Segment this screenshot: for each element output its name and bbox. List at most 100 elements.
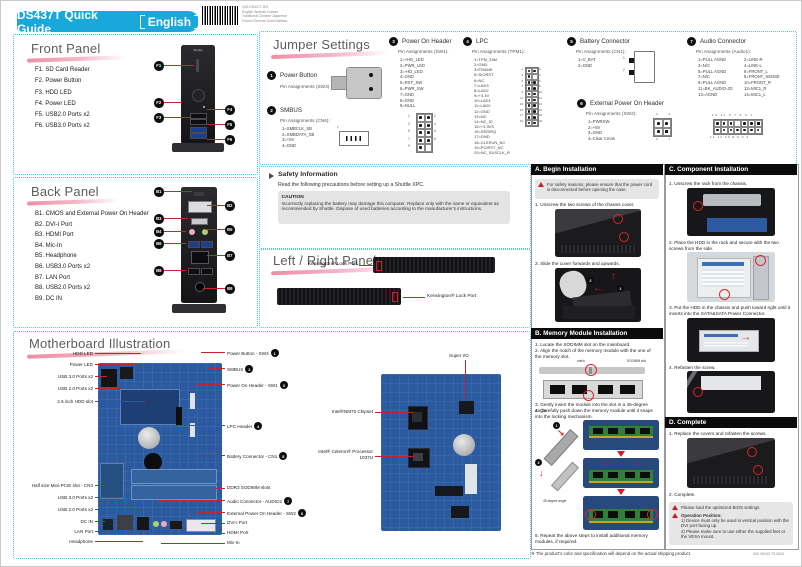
right-panel-image xyxy=(373,257,495,273)
side-panel-box xyxy=(259,249,531,328)
pin-title-cn6: Pin Assignments (CN6): xyxy=(280,118,330,123)
mb-badge-7: 7 xyxy=(284,497,293,505)
sw1-grid-right-labels: 2 4 6 8 xyxy=(434,114,436,141)
mb-badge-1: 1 xyxy=(270,349,279,357)
kensington-label-2: Kensington® Lock Port xyxy=(427,294,477,299)
section-d-header: D. Complete xyxy=(665,417,797,428)
callout-b5: B5 xyxy=(225,225,235,235)
kensington-label-1: Kensington® Lock Port xyxy=(307,262,357,267)
section-b-header: B. Memory Module Installation xyxy=(531,328,663,339)
kensington-lock-graphic xyxy=(392,292,398,302)
marker-2: 2 xyxy=(587,277,594,284)
marker-1: 1 xyxy=(553,422,560,429)
mb-label-usb2-b: USB 2.0 Ports x2 xyxy=(57,507,93,512)
pin-grid-sw2 xyxy=(653,118,672,137)
final-notes-box: Please load the optimized BIOS settings.… xyxy=(669,502,793,545)
mb-label-usb2: USB 2.0 Ports x2 xyxy=(57,386,93,391)
usb2-ports-graphic xyxy=(188,268,200,275)
bracket-right-icon xyxy=(194,14,199,29)
battery-pins: 1=V_BAT 2=GND xyxy=(578,57,596,68)
pin-title-sw1: Pin Assignments (SW1): xyxy=(398,49,449,54)
back-panel-title: Back Panel xyxy=(31,184,99,199)
jumper-badge-1: 1 xyxy=(267,71,276,80)
mb-label-minipcie: Half size Mini-PCIE slot - CN3 xyxy=(31,483,93,488)
step-b2: 2. Align the notch of the memory module … xyxy=(535,348,651,359)
mb-label-super-io: Super I/O xyxy=(449,353,469,358)
usb2-ports-graphic xyxy=(190,119,207,125)
step-b1: 1. Locate the SODIMM slot on the mainboa… xyxy=(535,342,631,347)
step-b3: 3. Gently insert the module into the slo… xyxy=(535,402,648,413)
dvi-port-graphic xyxy=(188,201,212,213)
operation-position-title: Operation Position: xyxy=(681,512,722,518)
pin-grid-sw1 xyxy=(416,113,433,153)
mb-label-lpc-header: LPC Header 4 xyxy=(227,422,263,430)
photo-b2 xyxy=(583,458,659,488)
mb-label-dc-in: DC IN xyxy=(80,519,93,524)
motherboard-box xyxy=(13,331,531,559)
caution-title: CAUTION xyxy=(281,194,304,200)
jumper-name-power-on-header: Power On Header xyxy=(402,38,452,45)
caution-box: CAUTION Incorrectly replacing the batter… xyxy=(278,191,510,224)
callout-f3: F3 xyxy=(154,113,164,123)
audio1-grid-top-labels: 13 11 9 7 5 3 1 xyxy=(712,113,754,117)
headphone-jack-graphic xyxy=(202,229,208,235)
footer-note: ※ The product's color and specification … xyxy=(531,551,692,556)
section-a-warning: For safety reasons, please ensure that t… xyxy=(535,179,659,199)
mb-label-mic-in: Mic-In xyxy=(227,540,240,545)
step-c2: 2. Place the HDD in the rack and secure … xyxy=(669,240,779,251)
jumper-badge-5: 5 xyxy=(567,37,576,46)
callout-f1: F1 xyxy=(154,61,164,71)
motherboard-title: Motherboard Illustration xyxy=(29,336,171,351)
photo-a2 xyxy=(555,268,641,322)
mb-label-power-led: Power LED xyxy=(69,362,93,367)
jumper-settings-title: Jumper Settings xyxy=(273,37,370,52)
usb2-ports-graphic xyxy=(190,113,207,119)
warning-icon xyxy=(538,181,544,187)
front-panel-list: F1. SD Card Reader F2. Power Button F3. … xyxy=(35,67,90,130)
bracket-left-icon xyxy=(139,14,145,29)
photo-d1 xyxy=(687,438,775,488)
smbus-pin1-label: 1 xyxy=(337,125,339,129)
smbus-connector-diagram xyxy=(339,131,369,146)
callout-b3: B3 xyxy=(154,214,164,224)
mb-label-hdd-led: HDD LED xyxy=(72,351,93,356)
jumper-badge-3: 3 xyxy=(389,37,398,46)
callout-f6: F6 xyxy=(225,135,235,145)
ext-power-pins: 1=PWRSW- 2=+5V 3=GND 4=Clear Cmos xyxy=(588,119,615,142)
marker-1: 1 xyxy=(617,285,624,292)
doc-code: 530.05443.T0.2503 xyxy=(753,552,785,556)
callout-b7: B7 xyxy=(225,251,235,261)
battery-connector-diagram xyxy=(629,51,655,83)
mb-label-battery: Battery Connector - CN1 5 xyxy=(227,452,288,460)
step-d1: 1. Replace the covers and refasten the s… xyxy=(669,431,767,436)
mb-label-hdd-slot: 2.5 inch HDD slot xyxy=(57,399,93,404)
annotation-45-degree: 45-degree angle xyxy=(543,499,567,503)
mb-badge-4: 4 xyxy=(254,422,263,430)
callout-f5: F5 xyxy=(225,120,235,130)
photo-a1 xyxy=(555,209,641,257)
step-d2: 2. Complete. xyxy=(669,492,696,497)
mb-label-power-button: Power Button - SW3 1 xyxy=(227,349,279,357)
sd-slot xyxy=(196,59,199,72)
caution-text: Incorrectly replacing the battery may da… xyxy=(281,200,499,212)
mb-label-ext-power: External Power On Header - SW2 6 xyxy=(227,509,306,517)
back-panel-box xyxy=(13,177,258,328)
section-a-header: A. Begin Installation xyxy=(531,164,663,175)
device-brand-label: Shuttle xyxy=(193,48,203,52)
pin-title-tpm1: Pin Assignments (TPM1): xyxy=(472,49,525,54)
pin-title-audio1: Pin Assignments (Audio1): xyxy=(696,49,751,54)
cmos-header-graphic xyxy=(194,192,204,196)
dc-in-graphic xyxy=(195,282,205,292)
callout-b1: B1 xyxy=(154,187,164,197)
bios-note: Please load the optimized BIOS settings. xyxy=(681,505,761,510)
callout-b2: B2 xyxy=(225,201,235,211)
audio-pins-odd: 1=PULL AGND 3=N/C 5=PULL AGND 7=N/C 9=PU… xyxy=(698,57,733,97)
sw2-grid-top-labels: 4 2 xyxy=(656,112,676,116)
mb-label-lan: LAN Port xyxy=(74,529,93,534)
mb-label-hdmi: HDMI Port xyxy=(227,530,249,535)
lpc-pins: 1=TPM_33M 2=GND 3=FRAME 5=SIORST 6=NC 7=… xyxy=(474,57,510,155)
jumper-name-power-button: Power Button xyxy=(280,72,318,79)
mb-label-usb3: USB 3.0 Ports x2 xyxy=(57,374,93,379)
lan-port-graphic xyxy=(191,251,209,264)
photo-b1 xyxy=(583,420,659,450)
